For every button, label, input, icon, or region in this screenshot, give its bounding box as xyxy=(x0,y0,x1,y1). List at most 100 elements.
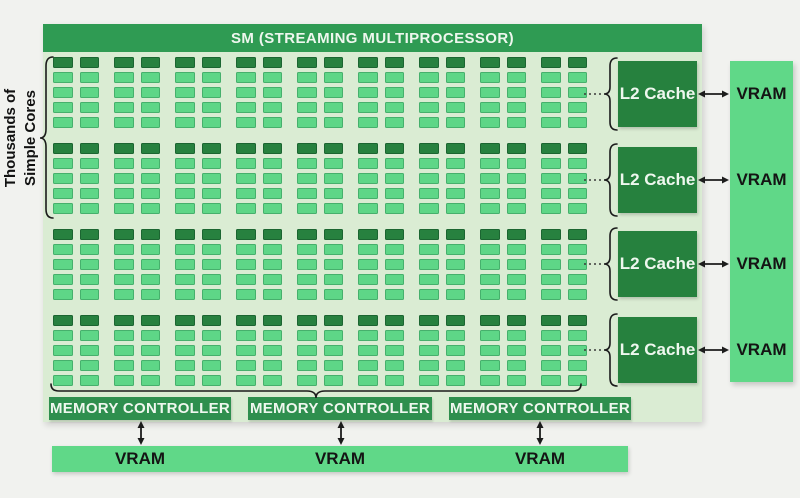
side-label-line2: Simple Cores xyxy=(21,90,39,186)
core-cell xyxy=(567,288,587,300)
core-cell xyxy=(236,116,256,128)
core-cell xyxy=(114,229,134,240)
core-cell xyxy=(262,288,282,300)
core-cell xyxy=(140,229,160,240)
core-cell xyxy=(506,344,526,356)
core-cell xyxy=(236,315,256,326)
core-cell xyxy=(384,86,404,98)
core-cell xyxy=(262,329,282,341)
core-cell xyxy=(323,57,343,68)
core-cell xyxy=(140,273,160,285)
core-cell xyxy=(480,157,500,169)
core-cell xyxy=(201,329,221,341)
core-cell xyxy=(419,273,439,285)
core-cell xyxy=(262,187,282,199)
core-cell xyxy=(445,315,465,326)
core-cell xyxy=(175,202,195,214)
core-block xyxy=(297,229,343,300)
core-cell xyxy=(323,101,343,113)
core-block xyxy=(236,57,282,128)
core-cell xyxy=(358,202,378,214)
core-cell xyxy=(262,229,282,240)
core-cell xyxy=(297,157,317,169)
core-cell xyxy=(358,172,378,184)
core-cell xyxy=(567,243,587,255)
core-cell xyxy=(384,243,404,255)
core-block xyxy=(480,143,526,214)
core-cell xyxy=(541,143,561,154)
core-cell xyxy=(175,101,195,113)
core-cell xyxy=(419,187,439,199)
core-cell xyxy=(236,71,256,83)
core-cell xyxy=(114,288,134,300)
core-cell xyxy=(175,315,195,326)
core-cell xyxy=(114,57,134,68)
core-cell xyxy=(567,229,587,240)
core-cell xyxy=(358,374,378,386)
core-cell xyxy=(53,229,73,240)
core-cell xyxy=(79,359,99,371)
core-cell xyxy=(236,273,256,285)
core-cell xyxy=(358,243,378,255)
core-cell xyxy=(79,57,99,68)
core-cell xyxy=(384,116,404,128)
core-cell xyxy=(384,273,404,285)
core-cell xyxy=(384,359,404,371)
core-cell xyxy=(506,187,526,199)
core-cell xyxy=(201,288,221,300)
core-cell xyxy=(53,86,73,98)
vram-label: VRAM xyxy=(114,449,166,468)
core-cell xyxy=(323,273,343,285)
core-cell xyxy=(175,344,195,356)
core-cell xyxy=(140,101,160,113)
core-cell xyxy=(201,187,221,199)
core-cell xyxy=(480,187,500,199)
core-cell xyxy=(175,229,195,240)
core-cell xyxy=(419,172,439,184)
core-cell xyxy=(445,344,465,356)
core-cell xyxy=(236,374,256,386)
core-cell xyxy=(480,116,500,128)
core-cell xyxy=(140,116,160,128)
core-cell xyxy=(262,315,282,326)
core-cell xyxy=(262,273,282,285)
core-cell xyxy=(262,116,282,128)
core-cell xyxy=(79,258,99,270)
core-cell xyxy=(323,243,343,255)
core-cell xyxy=(445,359,465,371)
core-cell xyxy=(384,57,404,68)
core-block xyxy=(297,315,343,386)
core-cell xyxy=(541,86,561,98)
core-cell xyxy=(567,71,587,83)
core-cell xyxy=(567,187,587,199)
core-cell xyxy=(358,344,378,356)
core-cell xyxy=(567,258,587,270)
core-cell xyxy=(567,344,587,356)
core-cell xyxy=(140,315,160,326)
core-cell xyxy=(419,116,439,128)
core-block xyxy=(419,229,465,300)
core-cell xyxy=(567,86,587,98)
core-cell xyxy=(506,359,526,371)
core-cell xyxy=(297,359,317,371)
core-block xyxy=(236,315,282,386)
core-cell xyxy=(506,273,526,285)
core-cell xyxy=(358,273,378,285)
l2-cache-label: L2 Cache xyxy=(619,84,696,103)
l2-cache-label: L2 Cache xyxy=(619,340,696,359)
core-cell xyxy=(53,202,73,214)
core-cell xyxy=(323,374,343,386)
core-cell xyxy=(53,258,73,270)
core-cell xyxy=(297,344,317,356)
core-cell xyxy=(175,359,195,371)
core-cell xyxy=(506,172,526,184)
core-block xyxy=(175,229,221,300)
core-cell xyxy=(480,315,500,326)
core-cell xyxy=(297,116,317,128)
core-cell xyxy=(323,202,343,214)
core-block xyxy=(236,229,282,300)
core-cell xyxy=(567,202,587,214)
core-cell xyxy=(541,258,561,270)
arrow-l2-vram-4 xyxy=(698,346,729,354)
core-cell xyxy=(384,143,404,154)
